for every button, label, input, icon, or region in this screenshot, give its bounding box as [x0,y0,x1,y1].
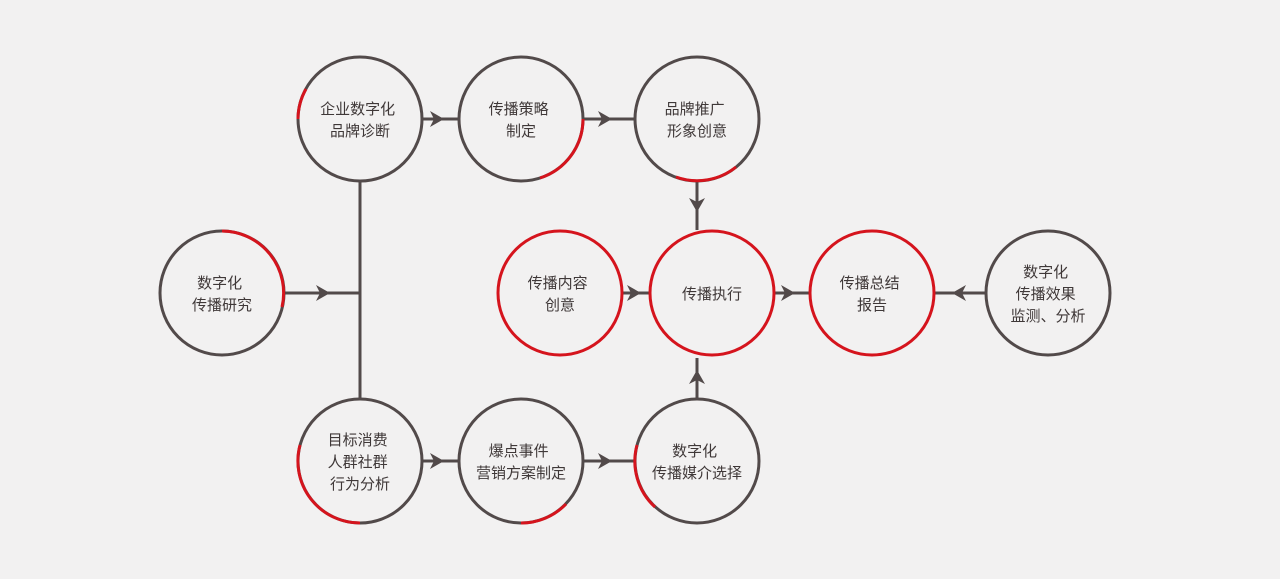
node-label-consumer-analysis: 目标消费 人群社群 行为分析 [328,431,393,493]
node-ring-accent-research [221,229,286,308]
arrowhead-right-icon [598,453,612,469]
arrowhead-right-icon [430,111,444,127]
node-circle-content-creative [496,229,624,357]
node-circle-brand-diagnosis [296,55,424,183]
node-label-research: 数字化 传播研究 [192,274,252,314]
arrowhead-up-icon [689,370,705,384]
node-label-summary-report: 传播总结 报告 [840,274,905,314]
arrowhead-right-icon [598,111,612,127]
node-label-event-planning: 爆点事件 营销方案制定 [476,442,566,482]
arrowhead-down-icon [689,198,705,212]
node-labels: 数字化 传播研究 企业数字化 品牌诊断 目标消费 人群社群 行为分析 传播策略 … [192,100,1086,493]
node-ring-accent-brand-diagnosis [296,88,308,120]
node-ring-accent-media-selection [633,444,657,509]
arrowhead-right-icon [781,285,795,301]
arrowhead-right-icon [627,285,641,301]
node-circle-execution [648,229,776,357]
node-ring-accent-brand-creative [675,165,737,183]
node-label-brand-creative: 品牌推广 形象创意 [665,100,730,140]
node-label-media-selection: 数字化 传播媒介选择 [652,442,742,482]
node-ring-accent-consumer-analysis [296,444,361,525]
arrowhead-right-icon [430,453,444,469]
node-label-effect-monitoring: 数字化 传播效果 监测、分析 [1010,263,1085,325]
arrowhead-right-icon [316,285,330,301]
node-circle-effect-monitoring [984,229,1112,357]
node-label-strategy: 传播策略 制定 [489,100,554,140]
node-ring-accent-strategy [539,118,585,180]
node-circle-brand-creative [633,55,761,183]
node-label-brand-diagnosis: 企业数字化 品牌诊断 [320,100,400,140]
node-circle-summary-report [808,229,936,357]
node-label-execution: 传播执行 [682,285,742,303]
node-ring-accent-event-planning [520,502,568,525]
arrowhead-left-icon [952,285,966,301]
node-circles [158,55,1112,525]
arrowheads [316,111,966,469]
node-label-content-creative: 传播内容 创意 [528,274,593,314]
